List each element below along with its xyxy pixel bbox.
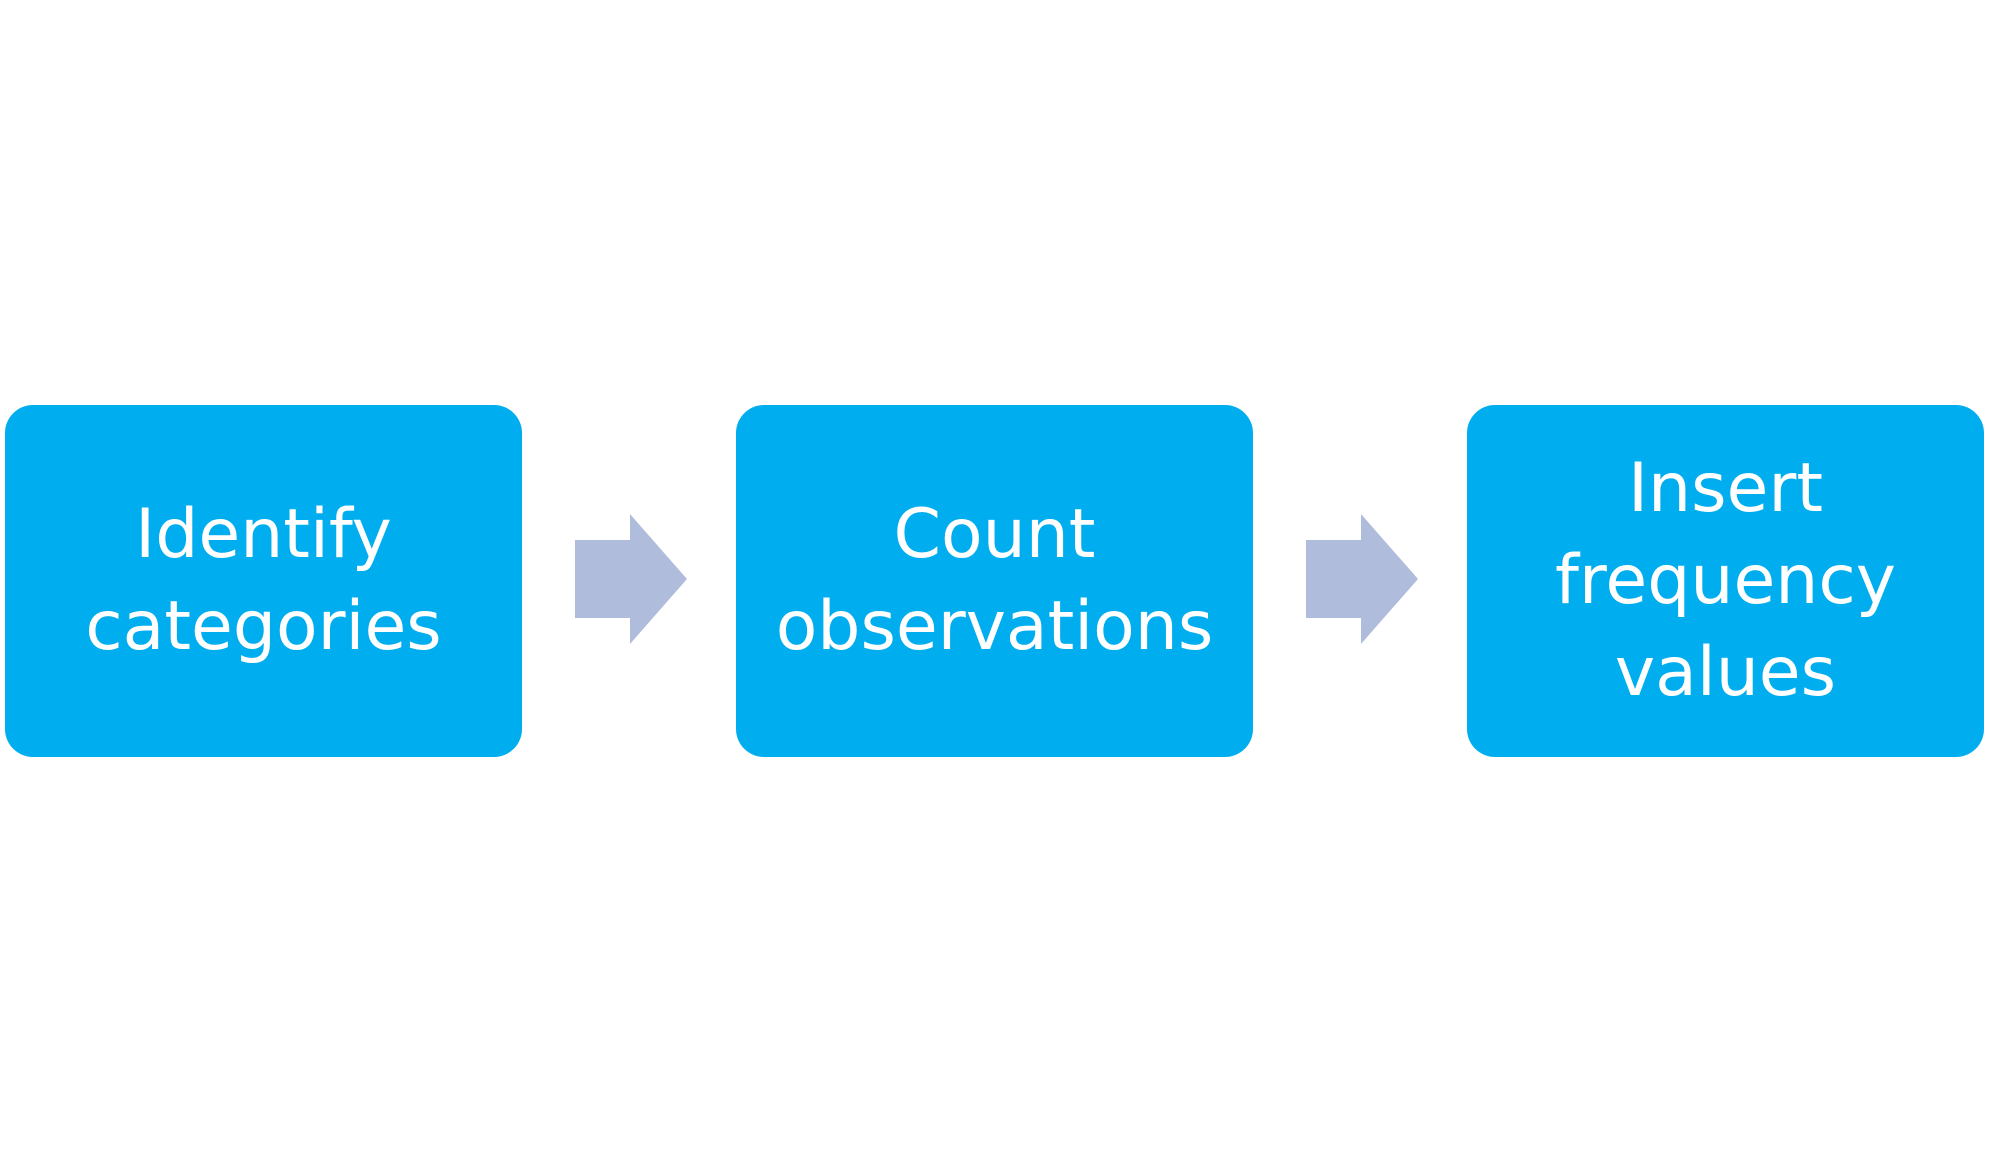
step-identify-categories: Identify categories [5, 405, 522, 757]
step-label: Count observations [776, 489, 1214, 673]
step-label-line: Count [893, 495, 1096, 574]
step-label-line: frequency [1554, 541, 1897, 620]
step-label-line: observations [775, 587, 1214, 666]
step-count-observations: Count observations [736, 405, 1253, 757]
step-label: Insert frequency values [1555, 443, 1896, 719]
step-label-line: categories [85, 587, 442, 666]
right-arrow-icon [575, 514, 687, 644]
step-label-line: Insert [1627, 449, 1824, 528]
right-arrow-icon [1306, 514, 1418, 644]
step-label: Identify categories [85, 489, 441, 673]
step-insert-frequency-values: Insert frequency values [1467, 405, 1984, 757]
step-label-line: Identify [135, 495, 392, 574]
step-label-line: values [1614, 633, 1837, 712]
